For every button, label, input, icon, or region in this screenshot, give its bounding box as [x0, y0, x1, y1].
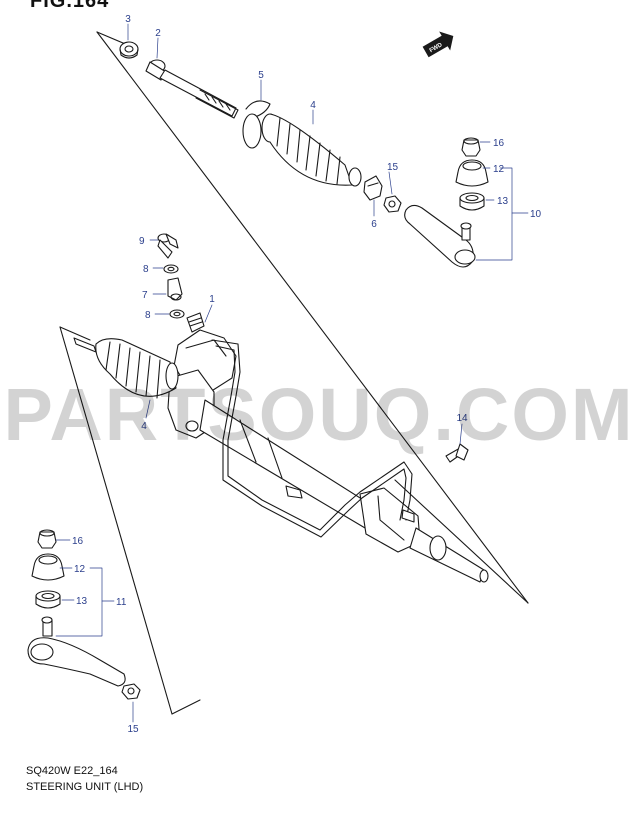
part-12-boot-lower [31, 553, 65, 581]
callout-15-lower: 15 [127, 724, 139, 735]
part-3-lock-nut [119, 41, 139, 59]
part-2-tie-rod [145, 59, 239, 119]
part-9-union-bolt [157, 233, 179, 259]
part-11-tie-rod-end-lower [27, 616, 126, 687]
callout-11: 11 [116, 597, 127, 608]
callout-16-lower: 16 [72, 536, 84, 547]
watermark: PARTSOUQ.COM [3, 373, 635, 456]
callout-14: 14 [456, 413, 468, 424]
callout-8-upper: 8 [143, 264, 149, 275]
leader-lines [55, 23, 529, 723]
callout-8-lower: 8 [145, 310, 151, 321]
callout-13-upper: 13 [497, 196, 509, 207]
callout-12-lower: 12 [74, 564, 86, 575]
part-14-bolt [445, 443, 469, 463]
part-5-clip [245, 100, 271, 119]
part-15-nut-upper [383, 195, 402, 213]
caption-code: SQ420W E22_164 [26, 765, 118, 777]
part-4-boot-lower [73, 337, 179, 399]
callout-4-upper: 4 [310, 100, 316, 111]
callout-labels: 3 2 5 4 16 12 15 13 10 6 9 8 7 1 8 4 14 … [72, 14, 542, 735]
part-1-steering-gear-housing [167, 312, 489, 583]
callout-1: 1 [209, 294, 215, 305]
figure-label: FIG.164 [30, 0, 110, 12]
caption-title: STEERING UNIT (LHD) [26, 781, 144, 793]
callout-4-lower: 4 [141, 421, 147, 432]
callout-6: 6 [371, 219, 377, 230]
callout-16-upper: 16 [493, 138, 505, 149]
part-13-ring-upper [459, 192, 485, 211]
part-15-nut-lower [121, 683, 141, 700]
part-8-washer-b [169, 309, 185, 319]
part-4-boot-upper [242, 113, 362, 187]
callout-9: 9 [139, 236, 145, 247]
callout-2: 2 [155, 28, 161, 39]
part-13-ring-lower [35, 590, 61, 609]
callout-13-lower: 13 [76, 596, 88, 607]
part-6-clip [363, 175, 383, 201]
callout-10: 10 [530, 209, 542, 220]
callout-7: 7 [142, 290, 148, 301]
part-7-union-bolt [167, 277, 183, 301]
callout-5: 5 [258, 70, 264, 81]
part-10-tie-rod-end-upper [404, 204, 476, 268]
part-8-washer-a [163, 264, 179, 274]
part-12-boot-upper [455, 159, 489, 187]
part-16-nut-upper [461, 137, 481, 157]
assembly-boundary [59, 31, 529, 715]
fwd-direction-badge: FWD [422, 31, 454, 58]
callout-3-upper: 3 [125, 14, 131, 25]
callout-12-upper: 12 [493, 164, 505, 175]
part-16-nut-lower [37, 529, 57, 549]
callout-15-upper: 15 [387, 162, 399, 173]
